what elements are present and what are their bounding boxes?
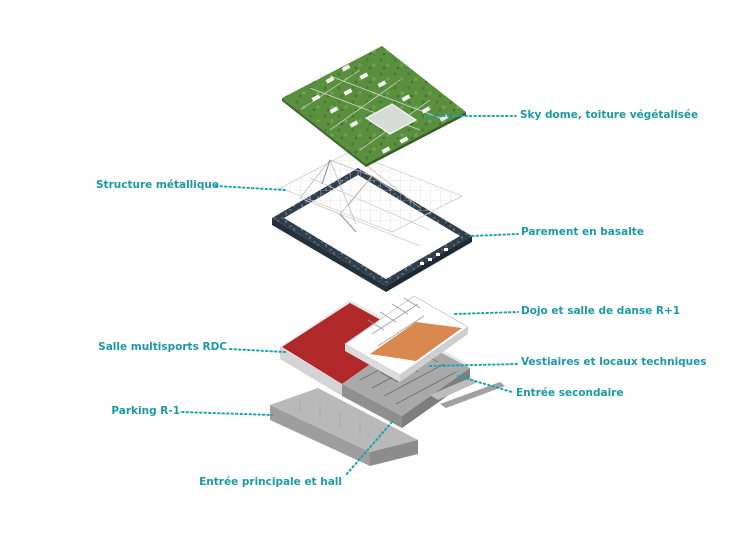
secondary-entrance-ramp <box>430 378 478 400</box>
leader-entree-sec <box>457 375 513 393</box>
parking-front <box>270 405 370 466</box>
sky-dome <box>365 103 417 135</box>
leader-vestiaires <box>429 363 519 367</box>
roof-skylights <box>311 64 449 154</box>
label-structure: Structure métallique <box>96 179 219 191</box>
ramp-to-road <box>440 382 505 408</box>
steel-structure <box>279 151 463 247</box>
leader-entree-princ <box>344 421 393 477</box>
leader-structure <box>215 185 286 191</box>
dojo-floor <box>370 322 462 361</box>
first-floor <box>344 295 469 382</box>
roof-front <box>282 98 366 167</box>
gym-wall-left <box>280 347 342 396</box>
basalt-side <box>386 236 472 292</box>
basalt-front <box>272 218 386 292</box>
roof-glazing-lines <box>299 69 441 151</box>
label-dojo: Dojo et salle de danse R+1 <box>521 305 681 317</box>
label-entree-sec: Entrée secondaire <box>516 387 624 399</box>
leader-dojo <box>454 311 519 315</box>
first-floor-side <box>400 327 468 382</box>
green-roof <box>282 46 466 167</box>
first-floor-front <box>345 344 400 382</box>
leader-parking <box>181 411 273 416</box>
leader-parement <box>471 233 519 237</box>
label-parement: Parement en basalte <box>521 226 644 238</box>
label-sky-dome: Sky dome, toiture végétalisée <box>520 109 699 121</box>
leader-lines <box>181 115 519 477</box>
leader-salle <box>229 348 286 353</box>
parking-side <box>370 440 418 466</box>
hall-front <box>342 384 402 428</box>
label-vestiaires: Vestiaires et locaux techniques <box>521 356 707 368</box>
roof-side <box>366 112 466 167</box>
label-entree-princ: Entrée principale et hall <box>199 476 342 488</box>
label-salle: Salle multisports RDC <box>98 341 227 353</box>
label-parking: Parking R-1 <box>111 405 180 417</box>
roof-top <box>282 46 466 164</box>
